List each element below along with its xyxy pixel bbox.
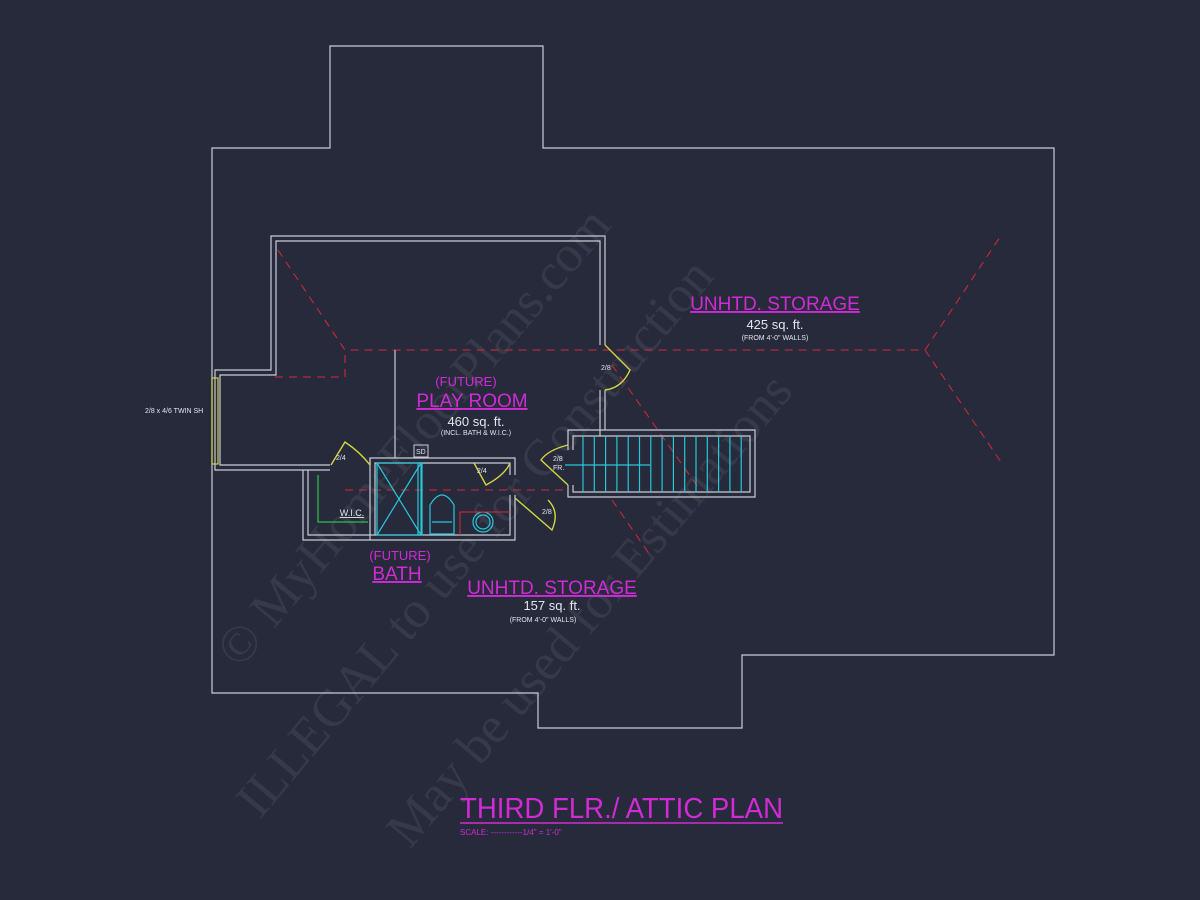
wic-shelf: [317, 475, 368, 523]
plan-scale: SCALE: ------------1/4" = 1'-0": [460, 828, 562, 837]
smoke-detector-label: SD: [416, 449, 426, 456]
play-room-walls: [214, 235, 606, 541]
title-block: THIRD FLR./ ATTIC PLAN SCALE: ----------…: [460, 793, 783, 837]
door-lower-storage: [514, 497, 556, 532]
plan-title: THIRD FLR./ ATTIC PLAN: [460, 793, 783, 825]
stair-treads: [582, 436, 742, 492]
door-lower-label: 2/8: [542, 509, 552, 516]
door-bath-label: 2/4: [477, 468, 487, 475]
door-storage: [604, 344, 631, 391]
storage-upper-area: 425 sq. ft.: [746, 317, 803, 332]
door-stair-note: FR.: [553, 465, 564, 472]
window-label: 2/8 x 4/6 TWIN SH: [145, 408, 203, 415]
bath-prefix: (FUTURE): [369, 548, 430, 563]
toilet-icon: [429, 494, 455, 535]
door-stair: [540, 444, 569, 486]
play-room-note: (INCL. BATH & W.I.C.): [441, 430, 511, 437]
door-wic-label: 2/4: [336, 455, 346, 462]
room-labels: UNHTD. STORAGE 425 sq. ft. (FROM 4'-0" W…: [340, 294, 860, 624]
roof-ridge-lines: [275, 236, 1004, 556]
doors: [211, 344, 631, 532]
storage-upper-name: UNHTD. STORAGE: [690, 294, 860, 315]
play-room-area: 460 sq. ft.: [447, 414, 504, 429]
storage-lower-note: (FROM 4'-0" WALLS): [510, 617, 577, 624]
storage-lower-name: UNHTD. STORAGE: [467, 578, 637, 599]
door-bath: [473, 462, 511, 486]
storage-upper-note: (FROM 4'-0" WALLS): [742, 335, 809, 342]
smoke-detector-icon: [413, 444, 429, 458]
play-room-name: PLAY ROOM: [416, 391, 527, 412]
annotation-labels: 2/8 x 4/6 TWIN SH 2/8 2/4 2/4 2/8 2/8 FR…: [145, 365, 611, 516]
door-storage-label: 2/8: [601, 365, 611, 372]
window-twin-sh: [211, 377, 219, 465]
play-room-prefix: (FUTURE): [435, 374, 496, 389]
door-stair-label: 2/8: [553, 456, 563, 463]
wic-label: W.I.C.: [340, 508, 365, 518]
shower: [376, 462, 422, 536]
stairs: [565, 429, 756, 498]
storage-lower-area: 157 sq. ft.: [523, 598, 580, 613]
bath-name: BATH: [372, 564, 421, 585]
attic-outline: [211, 45, 1055, 729]
bath-fixtures: [317, 462, 510, 536]
door-wic: [330, 441, 371, 466]
